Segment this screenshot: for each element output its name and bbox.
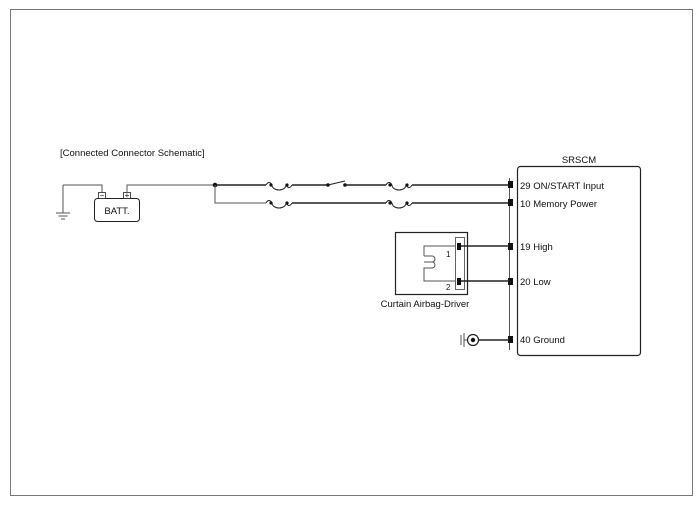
srscm-pin-40 [508, 336, 513, 343]
battery-negative-sign: − [100, 191, 105, 200]
battery-label: BATT. [104, 206, 129, 217]
pin-label-ground: 40 Ground [520, 335, 565, 346]
battery-positive-wire [126, 184, 215, 192]
fuse-symbol [391, 202, 407, 209]
battery-positive-terminal [123, 192, 131, 199]
squib-icon [423, 255, 436, 275]
diagram-border [10, 9, 693, 496]
srscm-module: SRSCM 29 ON/START Input 10 Memory Power … [508, 155, 642, 357]
squib-lead-top [423, 245, 455, 256]
chassis-ground-symbol [460, 333, 480, 347]
battery: − + BATT. [94, 191, 140, 222]
pin-label-high: 19 High [520, 242, 553, 253]
airbag-body [394, 231, 469, 296]
srscm-pin-29 [508, 181, 513, 188]
airbag-pin-2-label: 2 [446, 283, 451, 292]
pin-label-on-start: 29 ON/START Input [520, 181, 604, 192]
fuse-symbol [271, 202, 287, 209]
airbag-pin-2 [457, 278, 461, 285]
srscm-pin-19 [508, 243, 513, 250]
srscm-pin-10 [508, 199, 513, 206]
battery-negative-terminal [98, 192, 106, 199]
battery-body [94, 198, 140, 222]
fuse-symbol [271, 184, 287, 191]
srscm-name: SRSCM [562, 155, 596, 166]
battery-ground-symbol [56, 185, 70, 220]
srscm-pin-20 [508, 278, 513, 285]
airbag-label: Curtain Airbag-Driver [381, 299, 470, 310]
srscm-body [516, 165, 642, 357]
battery-negative-wire [63, 184, 103, 192]
on-start-circuit [215, 180, 509, 191]
squib-lead-bottom [423, 275, 455, 282]
fuse-symbol [391, 184, 407, 191]
curtain-airbag-driver: 1 2 Curtain Airbag-Driver [381, 231, 470, 310]
pin-label-low: 20 Low [520, 277, 551, 288]
memory-power-circuit [214, 185, 509, 209]
airbag-connector [455, 237, 465, 290]
battery-positive-sign: + [125, 191, 130, 200]
schematic-title: [Connected Connector Schematic] [60, 148, 205, 159]
pin-label-memory-power: 10 Memory Power [520, 199, 597, 210]
airbag-pin-1 [457, 243, 461, 250]
airbag-pin-1-label: 1 [446, 250, 451, 259]
ignition-switch [327, 180, 346, 186]
